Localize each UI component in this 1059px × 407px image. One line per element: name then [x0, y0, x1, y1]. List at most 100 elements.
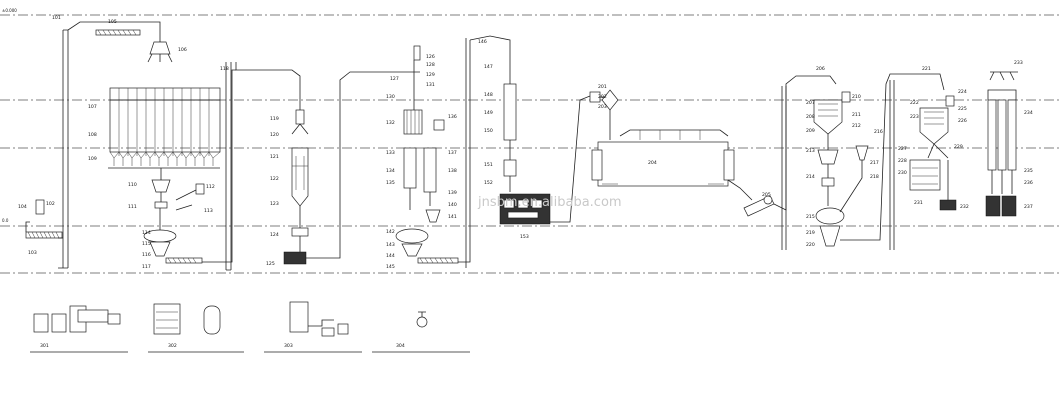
- hopper-213: [817, 149, 839, 165]
- tag-233: 233: [1014, 60, 1023, 66]
- tag-215: 215: [806, 214, 815, 220]
- screw-conveyor-145: [417, 257, 459, 264]
- dryer-drum-204: [591, 129, 735, 187]
- aux-valve-304: [372, 311, 470, 353]
- tag-236: 236: [1024, 180, 1033, 186]
- distributor-106: [149, 41, 171, 55]
- tag-202: 202: [598, 94, 607, 100]
- feeder-111: [154, 201, 168, 209]
- tag-302: 302: [168, 343, 177, 349]
- tag-134: 134: [386, 168, 395, 174]
- tag-116: 116: [142, 252, 151, 258]
- tag-230: 230: [898, 170, 907, 176]
- tag-303: 303: [284, 343, 293, 349]
- fan-210: [841, 91, 851, 103]
- tag-232: 232: [960, 204, 969, 210]
- pump-122: [291, 227, 309, 237]
- tag-214: 214: [806, 174, 815, 180]
- hopper-139: [425, 209, 441, 223]
- section-cooling: [813, 71, 1018, 250]
- tag-207: 207: [806, 100, 815, 106]
- section-liquefaction: [395, 35, 511, 268]
- tag-141: 141: [448, 214, 457, 220]
- tag-212: 212: [852, 123, 861, 129]
- hopper-219: [819, 225, 841, 247]
- fan-224: [945, 95, 955, 107]
- section-intake: [25, 21, 236, 271]
- filter-119: [295, 109, 305, 125]
- tag-129: 129: [426, 72, 435, 78]
- tag-114: 114: [142, 230, 151, 236]
- tag-128: 128: [426, 62, 435, 68]
- mixing-tank-121: [291, 147, 309, 207]
- tag-223: 223: [910, 114, 919, 120]
- tag-118: 118: [220, 66, 229, 72]
- tag-133: 133: [386, 150, 395, 156]
- tag-139: 139: [448, 190, 457, 196]
- tag-104: 104: [18, 204, 27, 210]
- tag-218: 218: [870, 174, 879, 180]
- tag-151: 151: [484, 162, 493, 168]
- tag-206: 206: [816, 66, 825, 72]
- tag-235: 235: [1024, 168, 1033, 174]
- heat-exchanger-130: [403, 109, 423, 135]
- tag-304: 304: [396, 343, 405, 349]
- section-separation: [499, 58, 591, 225]
- tag-108: 108: [88, 132, 97, 138]
- tag-103: 103: [28, 250, 37, 256]
- tag-201: 201: [598, 84, 607, 90]
- tag-226: 226: [958, 118, 967, 124]
- tag-110: 110: [128, 182, 137, 188]
- tag-146: 146: [478, 39, 487, 45]
- tag-125: 125: [266, 261, 275, 267]
- tag-123: 123: [270, 201, 279, 207]
- hopper-143: [401, 243, 423, 257]
- aux-water-302: [148, 303, 244, 353]
- section-mixing: [235, 62, 420, 265]
- tag-136: 136: [448, 114, 457, 120]
- packer-232: [939, 199, 957, 211]
- dust-bag-137: [433, 119, 445, 131]
- tag-121: 121: [270, 154, 279, 160]
- tag-101: 101: [52, 15, 61, 21]
- tag-132: 132: [386, 120, 395, 126]
- tag-205: 205: [762, 192, 771, 198]
- bucket-elevator-118: [225, 62, 232, 271]
- tag-144: 144: [386, 253, 395, 259]
- feeder-214: [821, 177, 835, 187]
- corner-label: ±0.000: [2, 8, 17, 13]
- hopper-115: [149, 241, 171, 257]
- tag-219: 219: [806, 230, 815, 236]
- tag-208: 208: [806, 114, 815, 120]
- tag-231: 231: [914, 200, 923, 206]
- tag-126: 126: [426, 54, 435, 60]
- cyclone-126: [413, 45, 421, 61]
- filter-150: [503, 159, 517, 177]
- tag-138: 138: [448, 168, 457, 174]
- tag-227: 227: [898, 146, 907, 152]
- tag-203: 203: [598, 104, 607, 110]
- conveyor-205: [743, 195, 775, 217]
- tag-113: 113: [204, 208, 213, 214]
- tag-145: 145: [386, 264, 395, 270]
- storage-silos-233: [985, 71, 1018, 217]
- tag-217: 217: [870, 160, 879, 166]
- tag-225: 225: [958, 106, 967, 112]
- tag-111: 111: [128, 204, 137, 210]
- tag-213: 213: [806, 148, 815, 154]
- tag-209: 209: [806, 128, 815, 134]
- tag-140: 140: [448, 202, 457, 208]
- bucket-elevator-104: [62, 29, 69, 269]
- tag-120: 120: [270, 132, 279, 138]
- hopper-110: [151, 179, 171, 193]
- bucket-elevator-146: [458, 38, 471, 268]
- tag-224: 224: [958, 89, 967, 95]
- silo-bank-107: [108, 87, 221, 169]
- tag-119: 119: [270, 116, 279, 122]
- equipment-tags: 101 102 103 104 105 106 107 108 109 110 …: [18, 15, 1033, 349]
- aux-tank-303: [264, 301, 362, 353]
- tag-137: 137: [448, 150, 457, 156]
- tag-115: 115: [142, 241, 151, 247]
- section-dryer: [589, 75, 837, 250]
- pulverizer-215: [815, 207, 845, 225]
